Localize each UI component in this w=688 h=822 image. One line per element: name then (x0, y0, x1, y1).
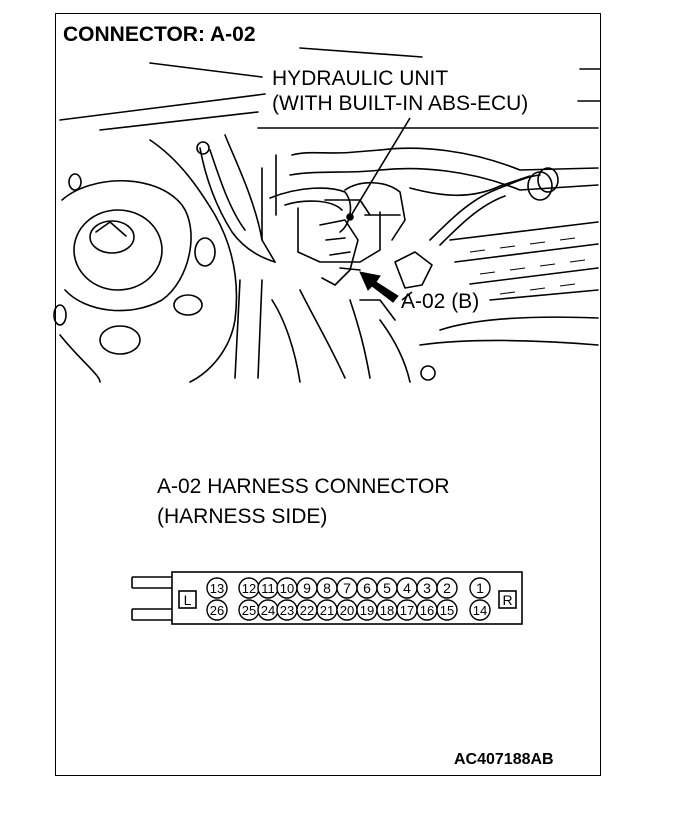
connector-title: CONNECTOR: A-02 (63, 23, 256, 46)
harness-connector-label: A-02 HARNESS CONNECTOR (157, 475, 450, 498)
hydraulic-unit-label: HYDRAULIC UNIT (272, 67, 449, 90)
diagram-frame (55, 13, 601, 776)
connector-callout-label: A-02 (B) (401, 290, 480, 313)
hydraulic-unit-sublabel: (WITH BUILT-IN ABS-ECU) (272, 92, 529, 115)
harness-side-label: (HARNESS SIDE) (157, 505, 328, 528)
figure-code: AC407188AB (454, 751, 554, 768)
